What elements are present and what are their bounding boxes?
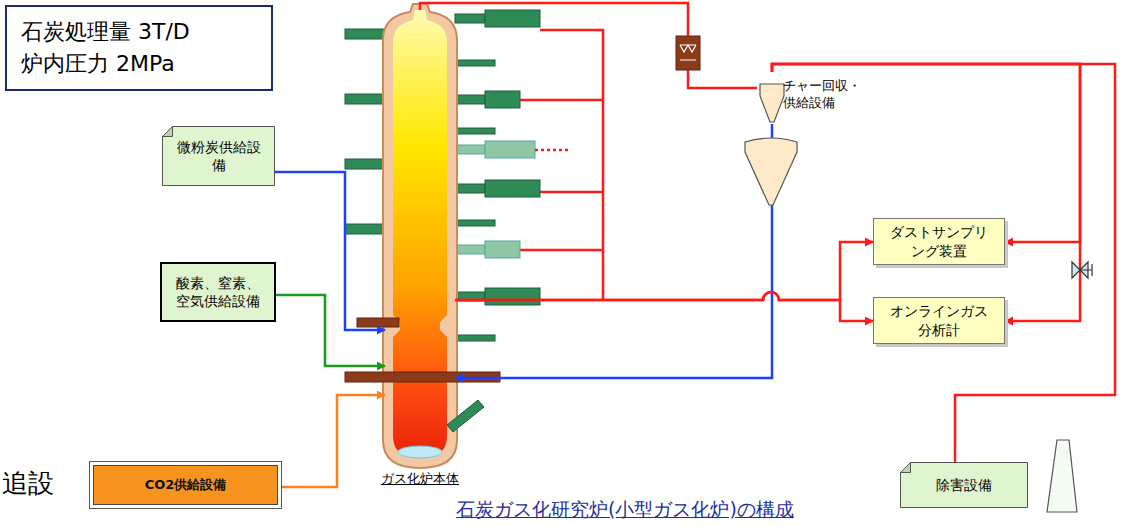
node-text: 微粉炭供給設備 [170, 138, 267, 174]
cyclone [759, 76, 785, 124]
node-text: 酸素、窒素、空気供給設備 [176, 274, 260, 310]
pipe-connector [455, 124, 772, 378]
burner [345, 318, 500, 382]
pipe-connector [772, 64, 1080, 321]
note-label: 追設 [2, 466, 54, 501]
node-text: 除害設備 [936, 476, 992, 494]
node-text: CO2供給設備 [145, 477, 227, 494]
pipe-connector [276, 295, 385, 366]
node-text: ダストサンプリング装置 [884, 223, 994, 259]
char-hopper [745, 138, 797, 205]
pipe-connector [772, 64, 1080, 242]
measurement-box: ダストサンプリング装置 [873, 218, 1005, 265]
node-heading: ガス化炉本体 [381, 471, 459, 488]
heat-exchanger-coil [680, 45, 696, 60]
planned-nozzle [455, 141, 535, 258]
planned-line [535, 149, 570, 152]
char-cyclone: チャー回収・供給設備 [757, 72, 877, 124]
treatment-box: 除害設備 [900, 462, 1028, 508]
node-text: 石炭処理量 3T/D [21, 16, 190, 48]
spec-box: 石炭処理量 3T/D炉内圧力 2MPa [5, 5, 273, 91]
heat-exchanger [676, 36, 700, 70]
added-supply-box: CO2供給設備 [93, 465, 278, 505]
pipe-connector [275, 172, 385, 330]
gasifier: ガス化炉本体 [385, 10, 455, 468]
vessel-shell [383, 4, 457, 468]
vessel-flame [393, 10, 447, 458]
valve-handle [1080, 264, 1092, 276]
supply-box: 微粉炭供給設備 [162, 126, 275, 186]
node-text: チャー回収・供給設備 [783, 78, 867, 112]
node-text: 炉内圧力 2MPa [21, 48, 175, 80]
supply-box: 酸素、窒素、空気供給設備 [160, 262, 276, 322]
slag-pool [398, 446, 442, 458]
pipe-connector [420, 3, 757, 88]
pipe-connector [772, 64, 1115, 462]
pipe-connector [455, 242, 873, 300]
node-text: オンラインガス分析計 [884, 302, 994, 338]
port-bus [520, 30, 603, 300]
pipe-connector [278, 395, 385, 487]
slag-tap [447, 400, 484, 432]
box-outline [162, 126, 275, 186]
figure-caption: 石炭ガス化研究炉(小型ガス化炉)の構成 [456, 497, 794, 523]
measurement-box: オンラインガス分析計 [873, 297, 1005, 344]
stack [1047, 440, 1077, 512]
pipe-connector [455, 292, 873, 321]
